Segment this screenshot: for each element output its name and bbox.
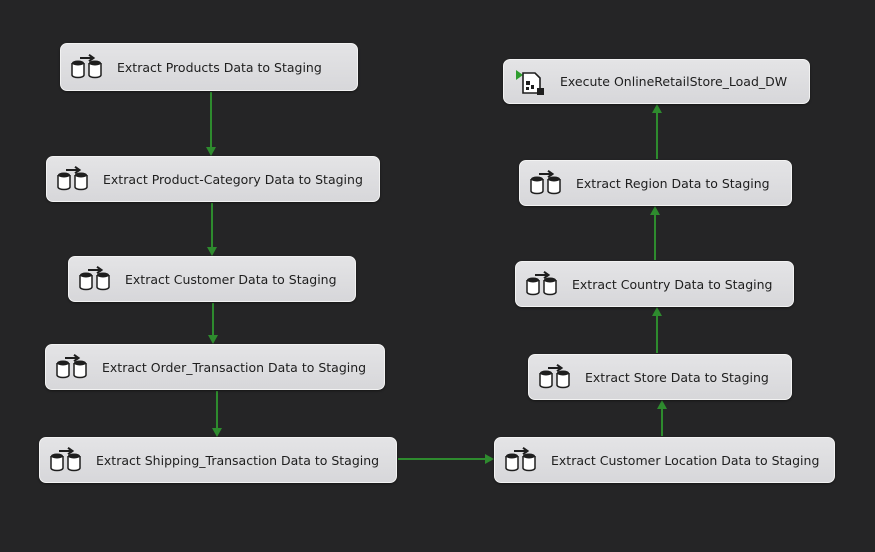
- arrowhead: [485, 454, 494, 464]
- data-flow-icon: [505, 447, 536, 472]
- task-execute-package[interactable]: Execute OnlineRetailStore_Load_DW: [503, 59, 810, 104]
- task-extract-product-category[interactable]: Extract Product-Category Data to Staging: [46, 156, 380, 202]
- connector-products-category[interactable]: [206, 92, 216, 156]
- task-label: Extract Country Data to Staging: [572, 276, 773, 292]
- task-label: Execute OnlineRetailStore_Load_DW: [560, 74, 788, 89]
- data-flow-icon: [79, 266, 110, 291]
- task-extract-order-transaction[interactable]: Extract Order_Transaction Data to Stagin…: [45, 344, 385, 390]
- connector-store-country[interactable]: [652, 307, 662, 353]
- data-flow-icon: [56, 354, 87, 379]
- task-extract-region[interactable]: Extract Region Data to Staging: [519, 160, 792, 206]
- connector-category-customer[interactable]: [207, 203, 217, 256]
- arrowhead: [657, 400, 667, 409]
- task-extract-products[interactable]: Extract Products Data to Staging: [60, 43, 358, 91]
- data-flow-icon: [57, 166, 88, 191]
- connector-country-region[interactable]: [650, 206, 660, 260]
- arrowhead: [652, 307, 662, 316]
- task-label: Extract Products Data to Staging: [117, 59, 322, 75]
- task-label: Extract Customer Data to Staging: [125, 271, 337, 287]
- data-flow-icon: [539, 364, 570, 389]
- task-label: Extract Region Data to Staging: [576, 175, 770, 191]
- execute-package-icon: [516, 69, 544, 95]
- task-label: Extract Shipping_Transaction Data to Sta…: [96, 452, 380, 468]
- task-label: Extract Customer Location Data to Stagin…: [551, 452, 820, 468]
- connector-region-execute[interactable]: [652, 104, 662, 159]
- arrowhead: [650, 206, 660, 215]
- data-flow-icon: [526, 271, 557, 296]
- data-flow-icon: [530, 170, 561, 195]
- connector-order-shipping[interactable]: [212, 391, 222, 437]
- connector-custloc-store[interactable]: [657, 400, 667, 436]
- arrowhead: [206, 147, 216, 156]
- arrowhead: [212, 428, 222, 437]
- arrowhead: [207, 247, 217, 256]
- task-label: Extract Store Data to Staging: [585, 369, 769, 385]
- connector-shipping-custloc[interactable]: [398, 454, 494, 464]
- task-extract-store[interactable]: Extract Store Data to Staging: [528, 354, 792, 400]
- task-extract-customer-location[interactable]: Extract Customer Location Data to Stagin…: [494, 437, 835, 483]
- task-label: Extract Product-Category Data to Staging: [103, 171, 363, 187]
- task-label: Extract Order_Transaction Data to Stagin…: [102, 359, 367, 375]
- connector-customer-order[interactable]: [208, 303, 218, 344]
- data-flow-icon: [50, 447, 81, 472]
- task-extract-shipping-transaction[interactable]: Extract Shipping_Transaction Data to Sta…: [39, 437, 397, 483]
- arrowhead: [652, 104, 662, 113]
- task-extract-country[interactable]: Extract Country Data to Staging: [515, 261, 794, 307]
- task-extract-customer[interactable]: Extract Customer Data to Staging: [68, 256, 356, 302]
- data-flow-icon: [71, 54, 102, 79]
- arrowhead: [208, 335, 218, 344]
